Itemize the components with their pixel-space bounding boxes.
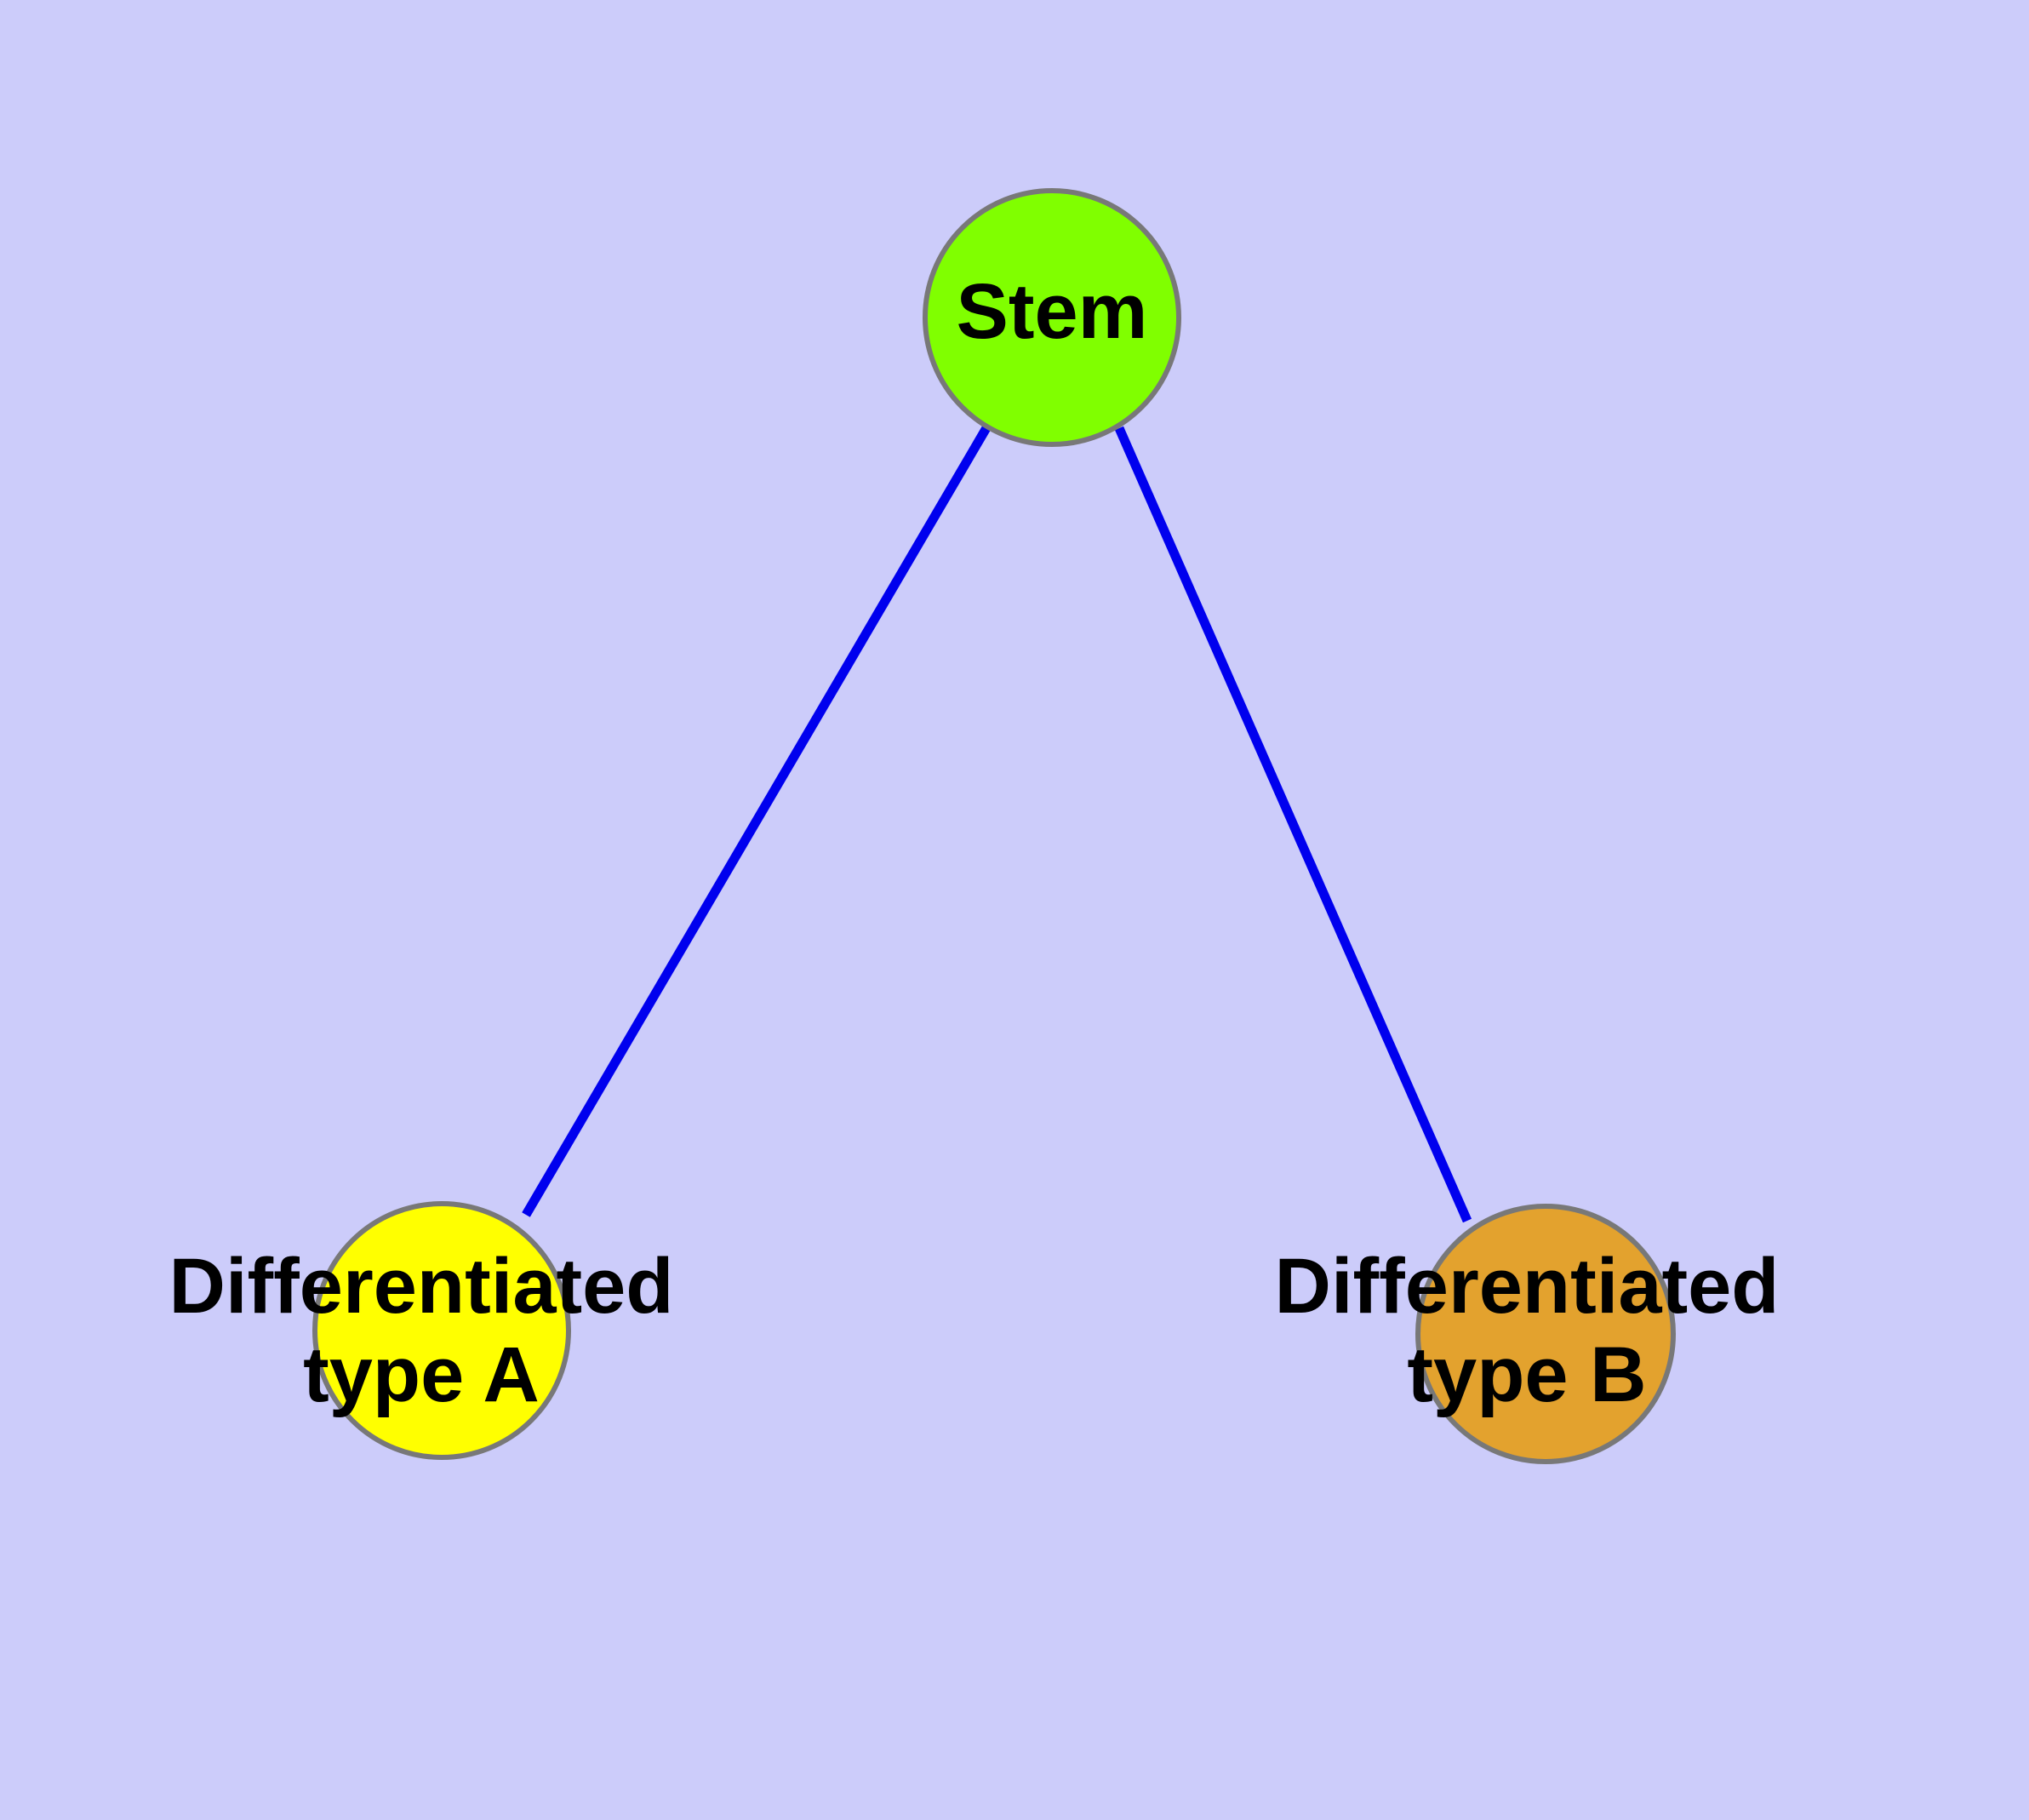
node-circle-diff-type-a[interactable] [312, 1201, 571, 1460]
node-label-line: Differentiated [169, 1243, 674, 1330]
edges-group [522, 424, 1472, 1223]
node-circle-stem[interactable] [923, 188, 1181, 447]
node-label-stem: Stem [957, 268, 1148, 355]
node-label-line: type B [1407, 1331, 1646, 1418]
edge-stem-to-type-a[interactable] [522, 424, 992, 1217]
node-circle-diff-type-b[interactable] [1415, 1204, 1676, 1464]
edge-stem-to-type-b[interactable] [1114, 426, 1472, 1223]
node-label-line: Stem [957, 268, 1148, 355]
node-label-line: Differentiated [1275, 1243, 1780, 1330]
nodes-group [312, 188, 1676, 1464]
node-label-line: type A [303, 1331, 540, 1418]
